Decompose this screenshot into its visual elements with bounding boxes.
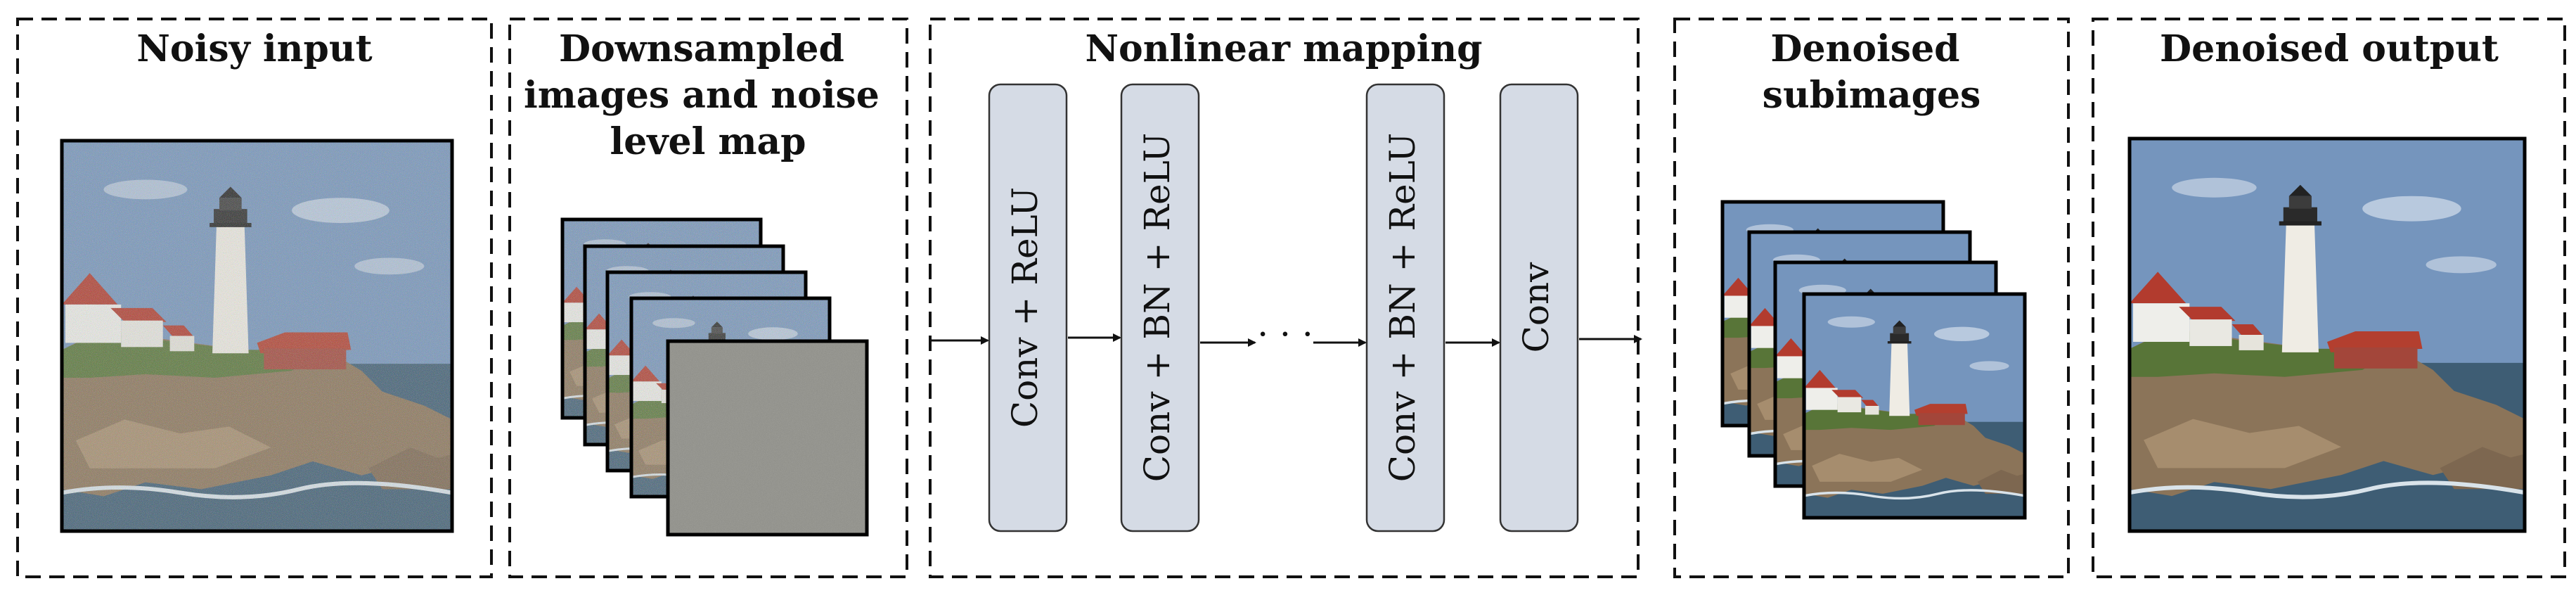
downsampled-image-stack bbox=[560, 217, 869, 537]
denoised-output-image bbox=[2127, 136, 2527, 533]
downsampled-panel bbox=[508, 18, 908, 578]
denoised-subimages-panel bbox=[1673, 18, 2070, 578]
noise-level-map-icon bbox=[666, 339, 869, 537]
layer-label-2: Conv + BN + ReLU bbox=[1137, 133, 1178, 483]
denoised-subimages-title: Denoised subimages bbox=[1763, 27, 1981, 117]
denoised-output-title: Denoised output bbox=[2160, 27, 2499, 70]
layer-block-4: Conv bbox=[1499, 83, 1579, 533]
ellipsis-text: · · · bbox=[1257, 314, 1313, 355]
nonlinear-mapping-panel bbox=[929, 18, 1640, 578]
layer-label-1: Conv + ReLU bbox=[1005, 187, 1045, 428]
layer-label-3: Conv + BN + ReLU bbox=[1382, 133, 1423, 483]
layer-block-3: Conv + BN + ReLU bbox=[1365, 83, 1445, 533]
nonlinear-mapping-title: Nonlinear mapping bbox=[1086, 27, 1483, 70]
downsampled-title: Downsampled images and noise level map bbox=[524, 27, 892, 163]
noisy-input-title: Noisy input bbox=[136, 27, 372, 70]
denoised-subimage-4 bbox=[1802, 292, 2027, 520]
layer-label-4: Conv bbox=[1516, 262, 1557, 353]
denoised-subimage-stack bbox=[1720, 200, 2027, 520]
denoised-output-panel bbox=[2092, 18, 2566, 578]
layer-block-1: Conv + ReLU bbox=[988, 83, 1068, 533]
layer-block-2: Conv + BN + ReLU bbox=[1120, 83, 1200, 533]
noisy-input-image bbox=[60, 139, 454, 533]
noisy-input-panel bbox=[16, 18, 493, 578]
